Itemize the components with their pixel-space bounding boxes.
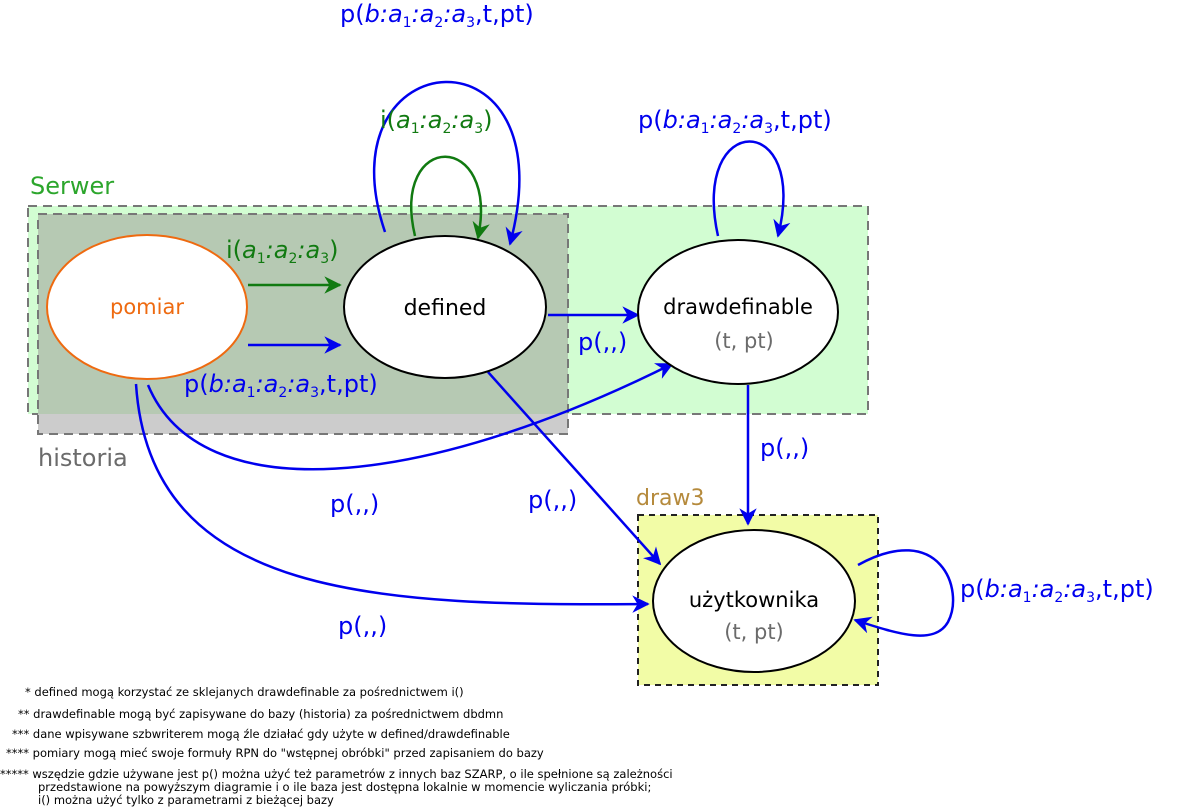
- edge-defined-self-p: [372, 80, 523, 246]
- label-p-defined-drawdef: p(,,): [578, 328, 627, 356]
- footnote-5: ***** wszędzie gdzie używane jest p() mo…: [0, 767, 673, 781]
- label-p-uzyt-self: p(b:a1:a2:a3,t,pt): [960, 575, 1154, 606]
- label-p-defined-self: p(b:a1:a2:a3,t,pt): [340, 0, 534, 31]
- label-p-drawdef-uzyt: p(,,): [760, 434, 809, 462]
- node-drawdefinable-sublabel: (t, pt): [714, 329, 774, 353]
- node-defined-label: defined: [404, 296, 487, 321]
- label-i-pomiar-defined: i(a1:a2:a3): [226, 236, 339, 267]
- node-uzytkownika: użytkownika (t, pt): [652, 529, 856, 673]
- node-drawdefinable-label: drawdefinable: [663, 295, 813, 319]
- node-pomiar-label: pomiar: [110, 295, 184, 319]
- node-uzytkownika-sublabel: (t, pt): [724, 620, 784, 644]
- footnote-4: **** pomiary mogą mieć swoje formuły RPN…: [6, 746, 544, 760]
- footnote-3: *** dane wpisywane szbwriterem mogą źle …: [12, 727, 510, 741]
- historia-label: historia: [38, 444, 128, 472]
- edge-defined-self-i: [410, 155, 490, 240]
- label-i-defined-self: i(a1:a2:a3): [380, 106, 493, 137]
- label-p-drawdef-self: p(b:a1:a2:a3,t,pt): [638, 106, 832, 137]
- label-p-pomiar-defined: p(b:a1:a2:a3,t,pt): [184, 370, 378, 401]
- serwer-label: Serwer: [30, 172, 114, 200]
- footnote-1: * defined mogą korzystać ze sklejanych d…: [25, 685, 464, 699]
- node-uzytkownika-label: użytkownika: [689, 588, 819, 612]
- edge-pomiar-drawdef: [146, 362, 674, 471]
- label-p-pomiar-uzyt: p(,,): [338, 612, 387, 640]
- node-defined: defined: [343, 235, 547, 379]
- edge-defined-uzytkownika: [487, 371, 662, 566]
- footnote-5-cont-1: przedstawione na powyższym diagramie i o…: [38, 780, 652, 794]
- node-pomiar: pomiar: [46, 234, 248, 380]
- label-p-pomiar-drawdef: p(,,): [330, 490, 379, 518]
- label-p-defined-uzyt: p(,,): [528, 486, 577, 514]
- node-drawdefinable: drawdefinable (t, pt): [637, 239, 839, 385]
- edge-uzytkownika-self-p: [853, 549, 955, 637]
- draw3-label: draw3: [636, 486, 704, 511]
- edge-pomiar-uzytkownika: [134, 383, 650, 613]
- footnote-2: ** drawdefinable mogą być zapisywane do …: [18, 707, 504, 721]
- footnote-5-cont-2: i() można użyć tylko z parametrami z bie…: [38, 793, 334, 807]
- edge-drawdef-self-p: [712, 140, 791, 238]
